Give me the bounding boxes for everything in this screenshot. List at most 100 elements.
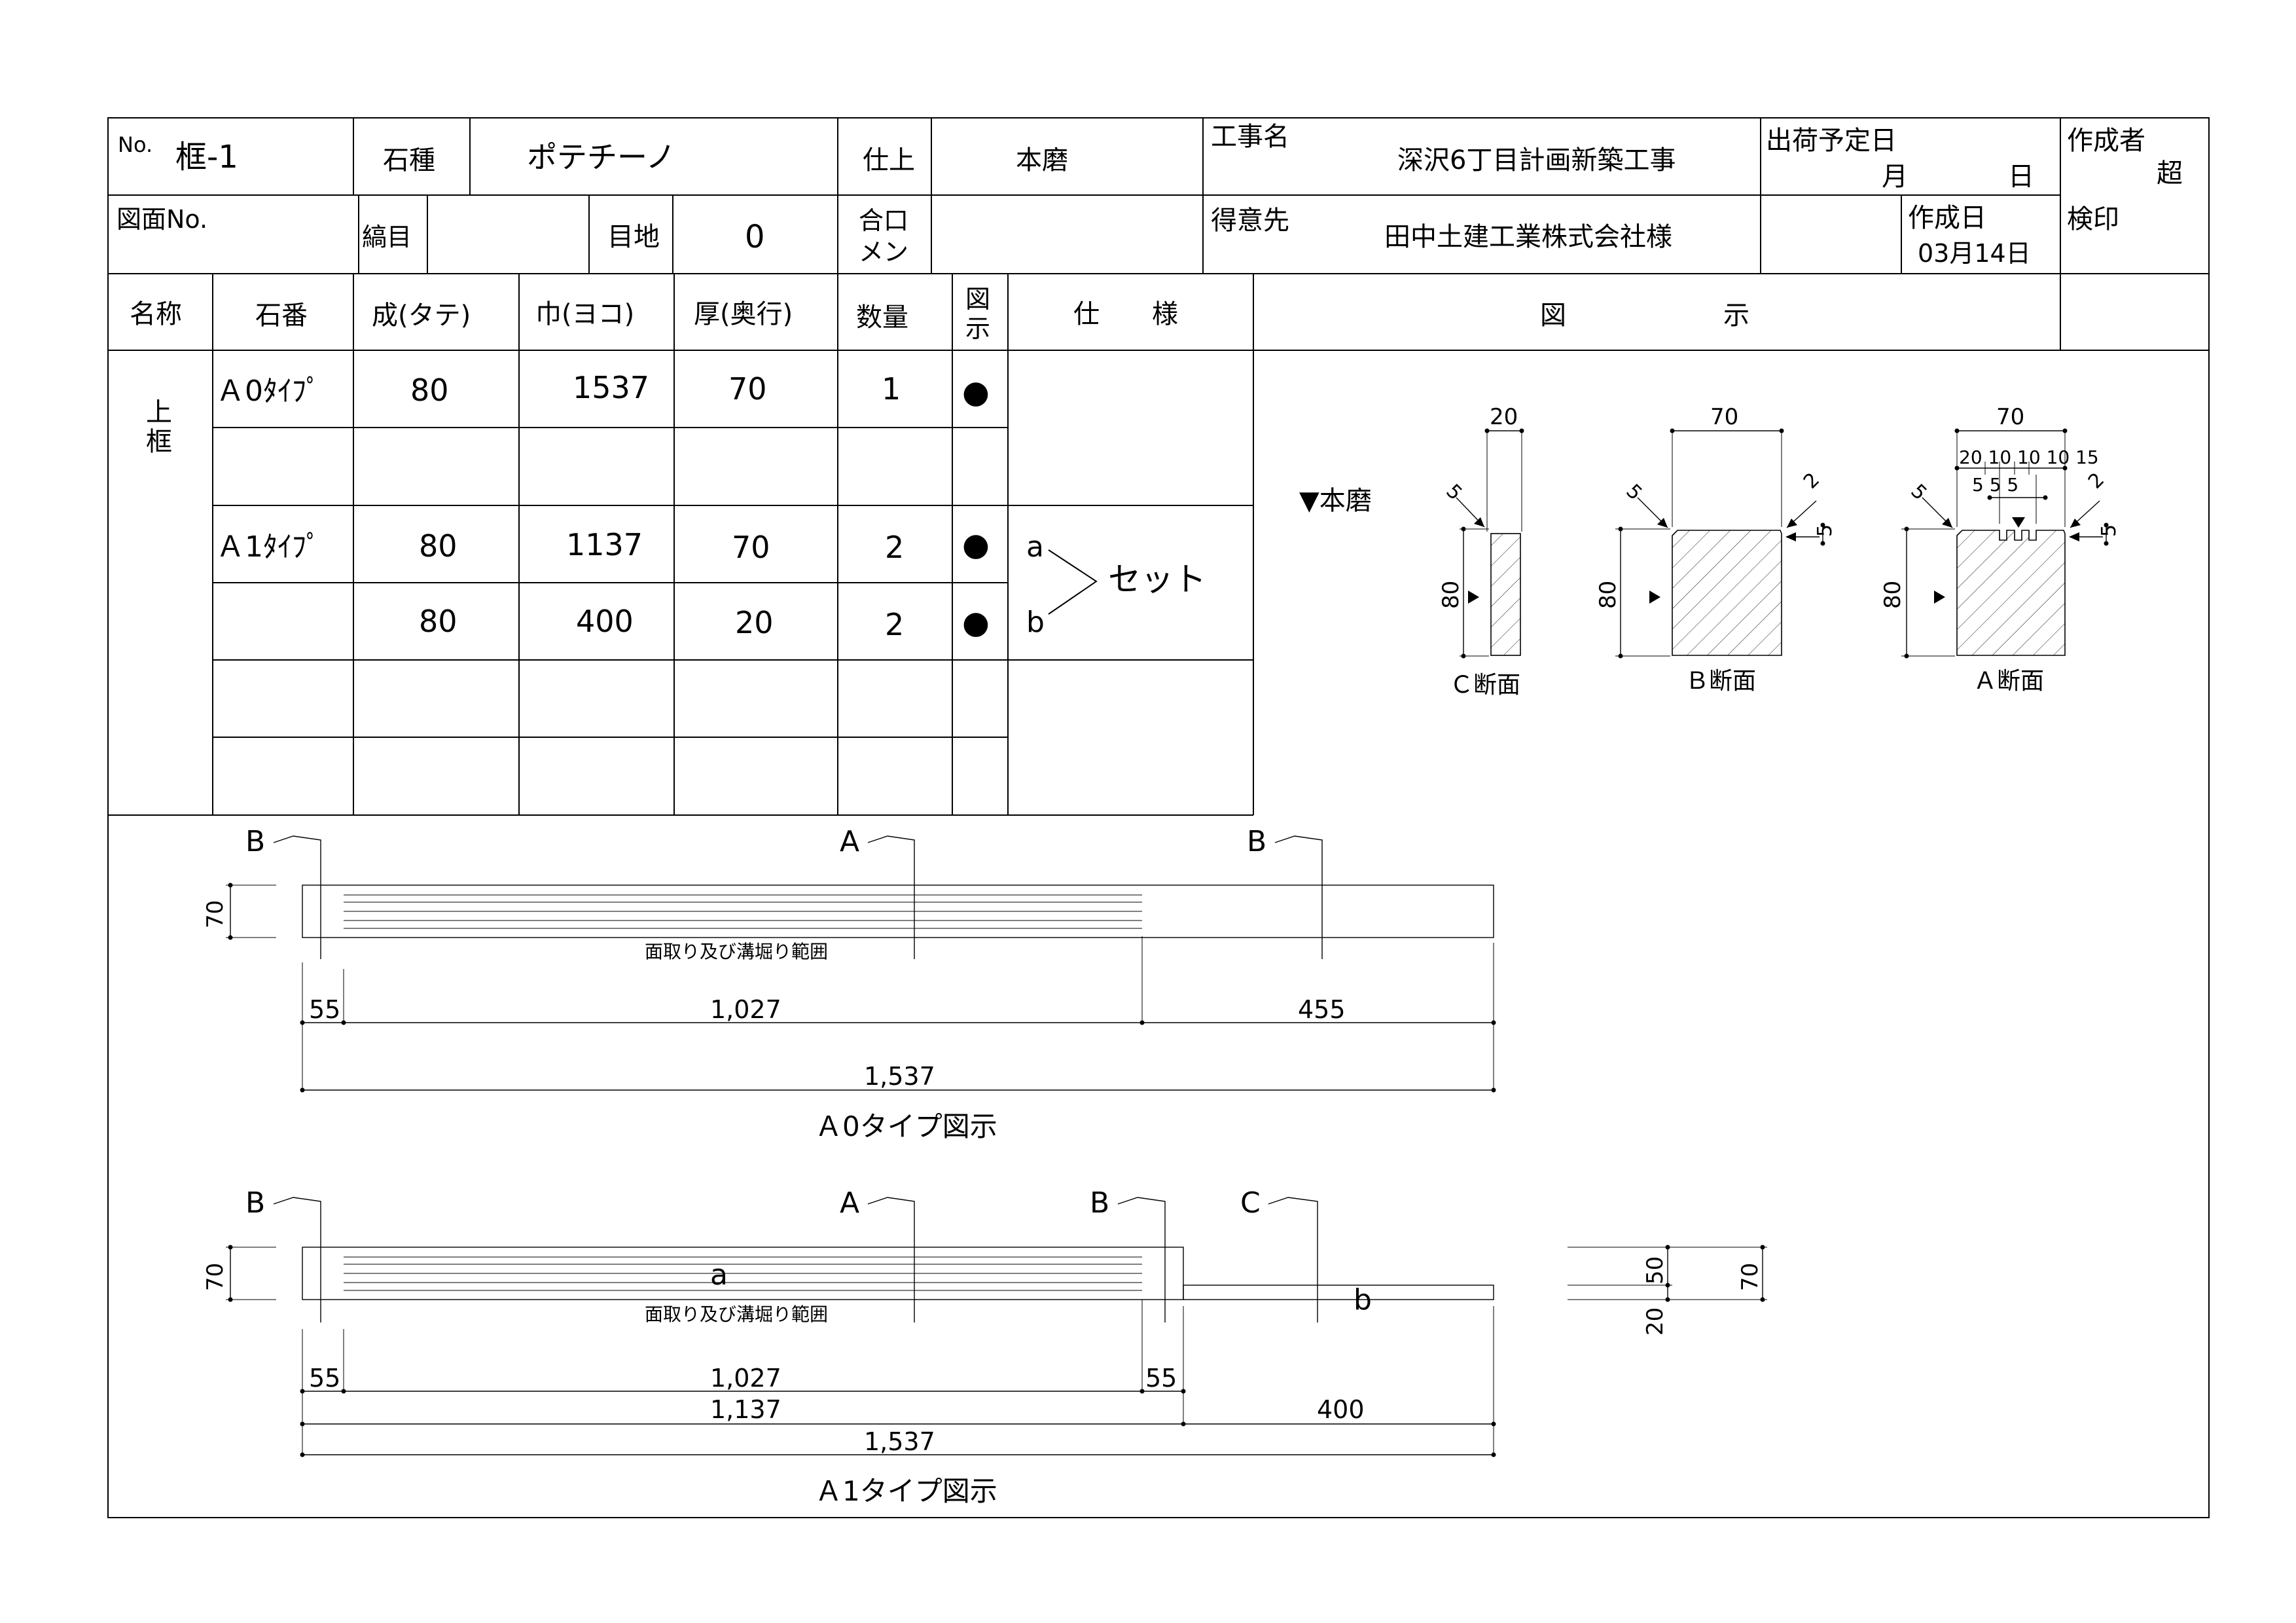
a1-side-70: 70 [1737, 1263, 1763, 1291]
miter-label-top: 合口 [859, 206, 908, 235]
a0-title: Ａ0タイプ図示 [815, 1110, 997, 1142]
row-width: 400 [576, 604, 634, 639]
part-name-top: 上 [146, 397, 172, 428]
row-mark: ● [962, 526, 990, 563]
b-section: 70 80 5 2 5 Ｂ断面 [1595, 404, 1837, 695]
stamp-label: 検印 [2067, 204, 2119, 234]
finish-mark: ▼本磨 [1299, 486, 1372, 516]
row-depth: 70 [732, 530, 770, 565]
client-value: 田中土建工業株式会社様 [1384, 222, 1672, 252]
ship-day: 日 [2008, 162, 2034, 192]
spec-set-label: セット [1108, 560, 1206, 598]
row-depth: 20 [735, 605, 774, 640]
a0-cut-b-left: B [245, 825, 265, 858]
row-height: 80 [410, 373, 449, 408]
a1-dim-mid: 1,027 [710, 1364, 781, 1393]
row-height: 80 [419, 528, 457, 564]
a0-dim-total: 1,537 [864, 1062, 935, 1091]
a1-side-20: 20 [1642, 1307, 1668, 1336]
author-label: 作成者 [2067, 126, 2145, 156]
created-date-label: 作成日 [1908, 203, 1986, 233]
row-qty: 2 [885, 607, 904, 642]
col-width: 巾(ヨコ) [535, 299, 634, 329]
a1-dim-b: 400 [1317, 1395, 1365, 1424]
row-qty: 2 [885, 530, 904, 565]
row-mark: ● [962, 604, 990, 641]
a-chamfer-right: 2 [2084, 468, 2109, 493]
row-width: 1537 [573, 370, 649, 405]
a1-height-dim: 70 [202, 1263, 228, 1291]
header-texts: No. 框-1 石種 ポテチーノ 仕上 本磨 工事名 深沢6丁目計画新築工事 出… [117, 122, 2183, 268]
a-section: 70 20 10 10 10 15 5 5 5 80 5 2 5 Ａ断面 [1880, 404, 2121, 695]
a1-cut-b-right: B [1090, 1186, 1109, 1220]
client-label: 得意先 [1211, 206, 1289, 236]
a0-range-note: 面取り及び溝堀り範囲 [645, 941, 828, 962]
author-value: 超 [2157, 158, 2183, 189]
row-qty: 1 [882, 371, 901, 407]
a-sub-top-dims: 20 10 10 10 15 [1959, 447, 2099, 468]
a1-cut-b-left: B [245, 1186, 265, 1220]
finish-label: 仕上 [863, 145, 915, 175]
a1-side-50: 50 [1642, 1256, 1668, 1285]
spec-a: a [1026, 530, 1044, 564]
row-stone-no: Ａ1ﾀｲﾌﾟ [216, 530, 321, 564]
frame-number: 框-1 [175, 139, 238, 175]
row-width: 1137 [566, 527, 643, 562]
finish-value: 本磨 [1016, 145, 1068, 175]
a0-dim-mid: 1,027 [710, 995, 781, 1024]
row-height: 80 [419, 604, 457, 639]
c-section: 20 80 5 Ｃ断面 [1438, 404, 1524, 699]
b-side-dim: 5 [1814, 524, 1837, 537]
a0-height-dim: 70 [202, 900, 228, 928]
c-top-dim: 20 [1490, 404, 1518, 430]
ship-date-label: 出荷予定日 [1766, 126, 1897, 156]
stripe-label: 縞目 [362, 223, 412, 251]
col-spec: 仕 様 [1073, 299, 1178, 329]
a1-cut-a: A [840, 1186, 859, 1220]
a0-dim-left: 55 [309, 995, 340, 1024]
a-section-label: Ａ断面 [1973, 668, 2044, 695]
project-value: 深沢6丁目計画新築工事 [1397, 145, 1676, 175]
a1-range-note: 面取り及び溝堀り範囲 [645, 1304, 828, 1325]
a0-cut-b-right: B [1247, 825, 1266, 858]
col-name: 名称 [130, 299, 182, 329]
col-figure-bottom: 示 [965, 314, 990, 343]
a1-piece-a: a [710, 1258, 728, 1292]
a0-dim-right: 455 [1298, 995, 1346, 1024]
col-height: 成(タテ) [372, 301, 471, 331]
a1-title: Ａ1タイプ図示 [815, 1475, 997, 1507]
joint-value: 0 [745, 219, 765, 255]
b-chamfer-left: 5 [1621, 480, 1646, 505]
a-chamfer-left: 5 [1906, 480, 1931, 505]
a1-cut-c: C [1240, 1186, 1261, 1220]
col-figure-top: 図 [965, 285, 990, 314]
c-chamfer-dim: 5 [1441, 480, 1466, 505]
stone-type-label: 石種 [383, 145, 435, 175]
row-depth: 70 [728, 371, 767, 407]
joint-label: 目地 [607, 222, 660, 252]
col-drawing: 図 示 [1540, 301, 1749, 331]
a1-dim-sub: 1,137 [710, 1395, 781, 1424]
table-row: 80 400 20 2 ● [419, 604, 990, 642]
stone-type-value: ポテチーノ [527, 139, 675, 175]
a-groove-dims: 5 5 5 [1972, 474, 2018, 496]
ship-month: 月 [1882, 162, 1908, 192]
row-stone-no: Ａ0ﾀｲﾌﾟ [216, 374, 321, 408]
b-top-dim: 70 [1710, 404, 1738, 430]
c-section-label: Ｃ断面 [1450, 672, 1520, 699]
col-qty: 数量 [856, 302, 908, 333]
b-section-label: Ｂ断面 [1685, 668, 1756, 695]
a-top-dim: 70 [1996, 404, 2024, 430]
a1-dim-left: 55 [309, 1364, 340, 1393]
row-mark: ● [962, 374, 990, 410]
a1-piece-b: b [1354, 1283, 1372, 1317]
a1-type-drawing: a b B A B C 70 面取り及び溝堀り範囲 55 1,027 55 1,… [202, 1186, 1767, 1507]
a-height-dim: 80 [1880, 581, 1906, 609]
a-side-dim: 5 [2098, 524, 2121, 537]
col-stone-no: 石番 [255, 301, 308, 331]
a1-dim-right: 55 [1145, 1364, 1177, 1393]
title-block [107, 117, 2210, 1518]
table-row: Ａ1ﾀｲﾌﾟ 80 1137 70 2 ● [216, 526, 990, 565]
a0-type-drawing: B A B 70 面取り及び溝堀り範囲 55 1,027 455 1,537 Ａ… [202, 825, 1496, 1142]
